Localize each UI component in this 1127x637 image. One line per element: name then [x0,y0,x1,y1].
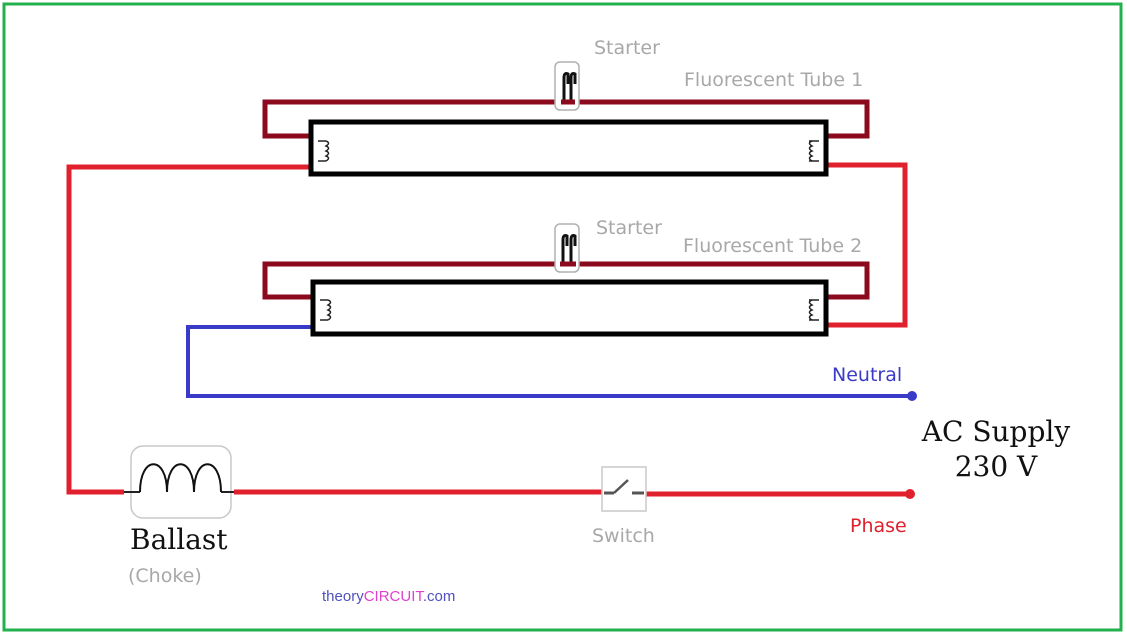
tube-link-wire [826,162,908,328]
starter-icon [554,223,580,273]
tube-1-label: Fluorescent Tube 1 [684,69,863,91]
ac-supply-label: AC Supply [921,415,1071,448]
watermark-theory: theory [322,588,364,605]
ballast-label: Ballast [130,523,228,556]
tube-filament-icon [318,140,330,162]
fluorescent-tube-1 [308,119,829,177]
tube-filament-icon [320,299,332,321]
starter-2-label: Starter [596,217,662,239]
choke-label: (Choke) [128,565,202,587]
watermark-com: .com [423,588,456,605]
switch-label: Switch [592,525,655,547]
starter-icon [554,61,580,111]
neutral-label: Neutral [832,364,902,386]
phase-label: Phase [850,515,907,537]
ballast-feed-wire [66,164,311,495]
watermark: theoryCIRCUIT.com [322,588,455,605]
tube-filament-icon [808,140,819,162]
neutral-terminal [907,391,917,401]
phase-terminal [905,489,915,499]
neutral-wire [186,325,912,398]
tube-2-label: Fluorescent Tube 2 [683,235,862,257]
tube-filament-icon [808,299,819,321]
ac-voltage-label: 230 V [955,450,1038,483]
fluorescent-tube-2 [310,279,829,337]
ballast-coil-icon [124,445,234,519]
switch-icon [601,466,647,512]
starter-1-label: Starter [594,37,660,59]
watermark-circuit: CIRCUIT [364,588,425,605]
phase-wires [66,162,910,497]
